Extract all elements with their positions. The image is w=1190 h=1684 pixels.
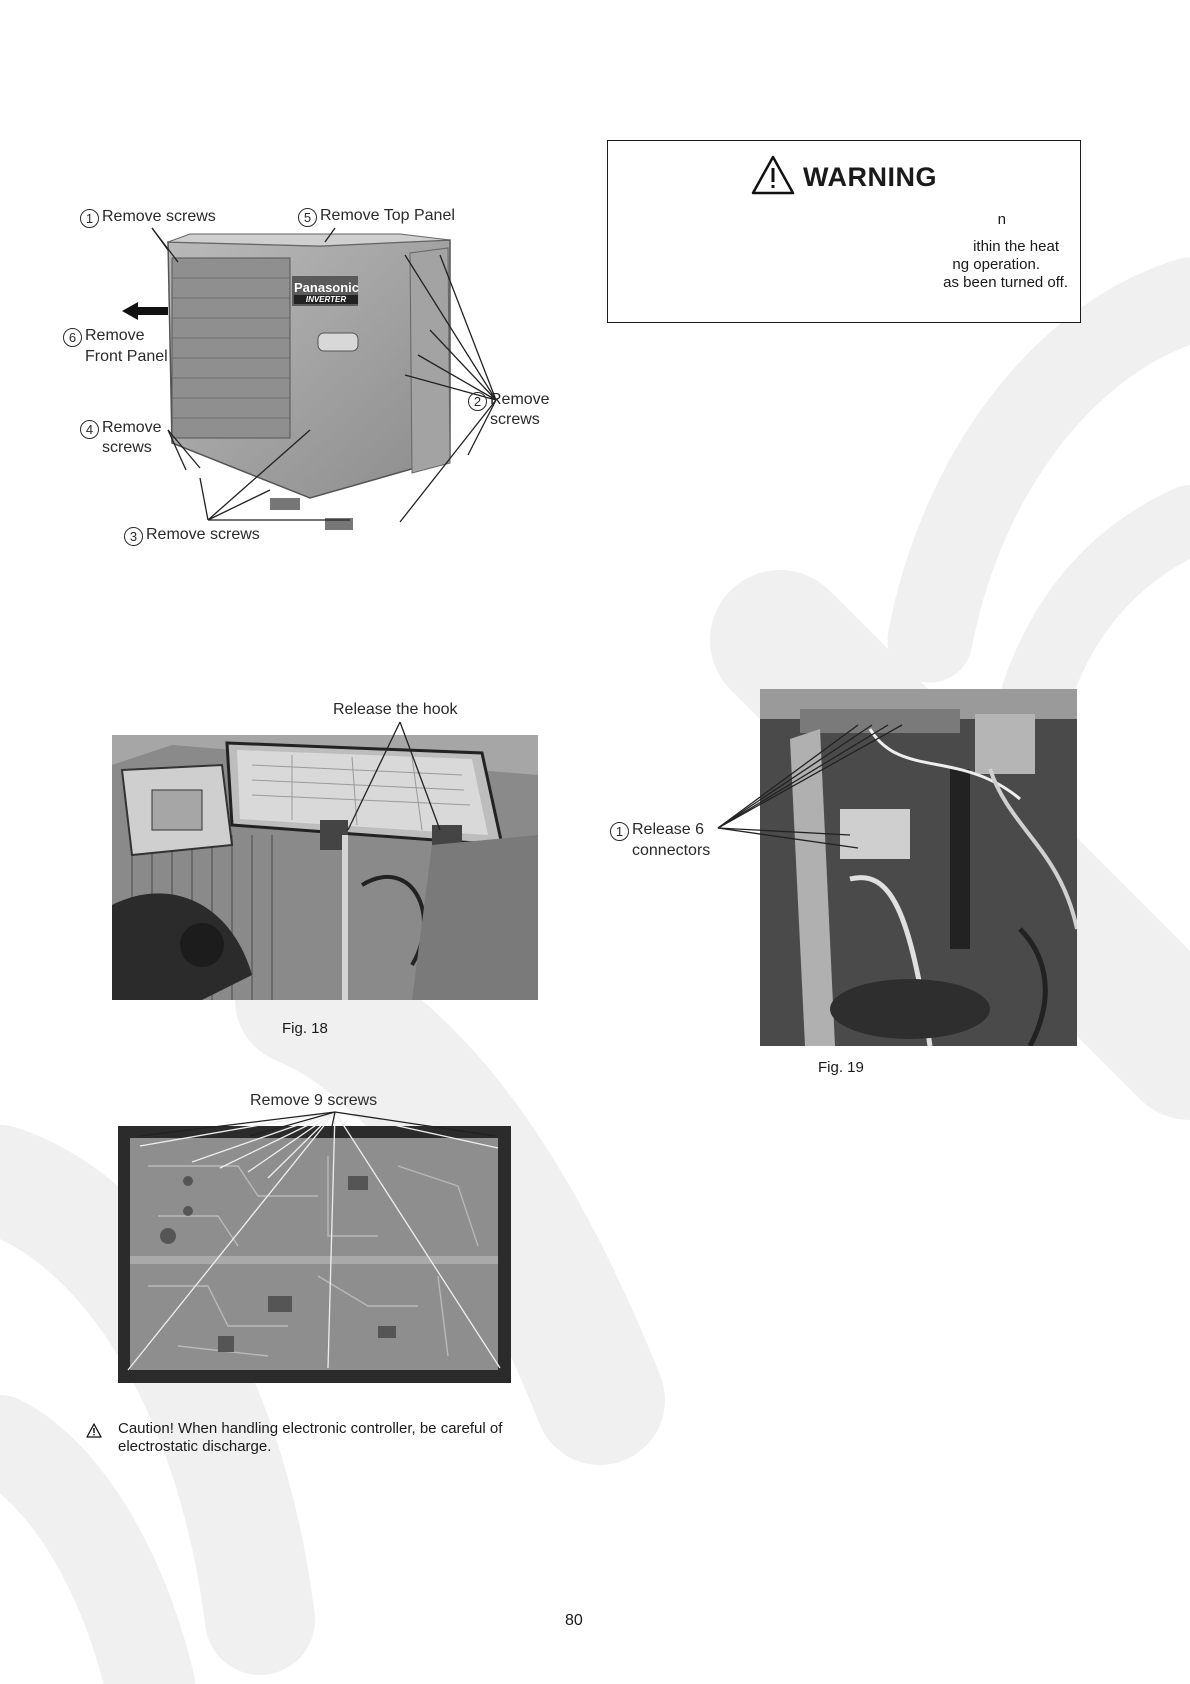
fig18-photo — [112, 735, 538, 1000]
fig18-caption: Fig. 18 — [282, 1020, 328, 1037]
caution-text: Caution! When handling electronic contro… — [118, 1420, 503, 1455]
board-photo — [118, 1126, 511, 1383]
caution-triangle-icon — [86, 1423, 102, 1438]
board-callout-remove-screws: Remove 9 screws — [250, 1092, 378, 1109]
warning-box: WARNING n ithin the heat ng operation. a… — [607, 140, 1081, 323]
fig19-photo — [760, 689, 1077, 1046]
fig18-callout-release-hook: Release the hook — [333, 701, 458, 718]
warning-line-1: n — [997, 211, 1006, 228]
warning-triangle-icon — [751, 155, 795, 195]
fig19-caption: Fig. 19 — [818, 1059, 864, 1076]
warning-line-3: ng operation. — [952, 256, 1040, 273]
outdoor-unit-photo — [150, 228, 468, 538]
warning-line-2: ithin the heat — [973, 238, 1059, 255]
warning-title: WARNING — [608, 155, 1080, 195]
warning-line-4: as been turned off. — [943, 274, 1068, 291]
brand-logo: Panasonic INVERTER — [294, 280, 360, 304]
page-number: 80 — [565, 1612, 583, 1629]
arrow-left-icon — [122, 302, 168, 320]
